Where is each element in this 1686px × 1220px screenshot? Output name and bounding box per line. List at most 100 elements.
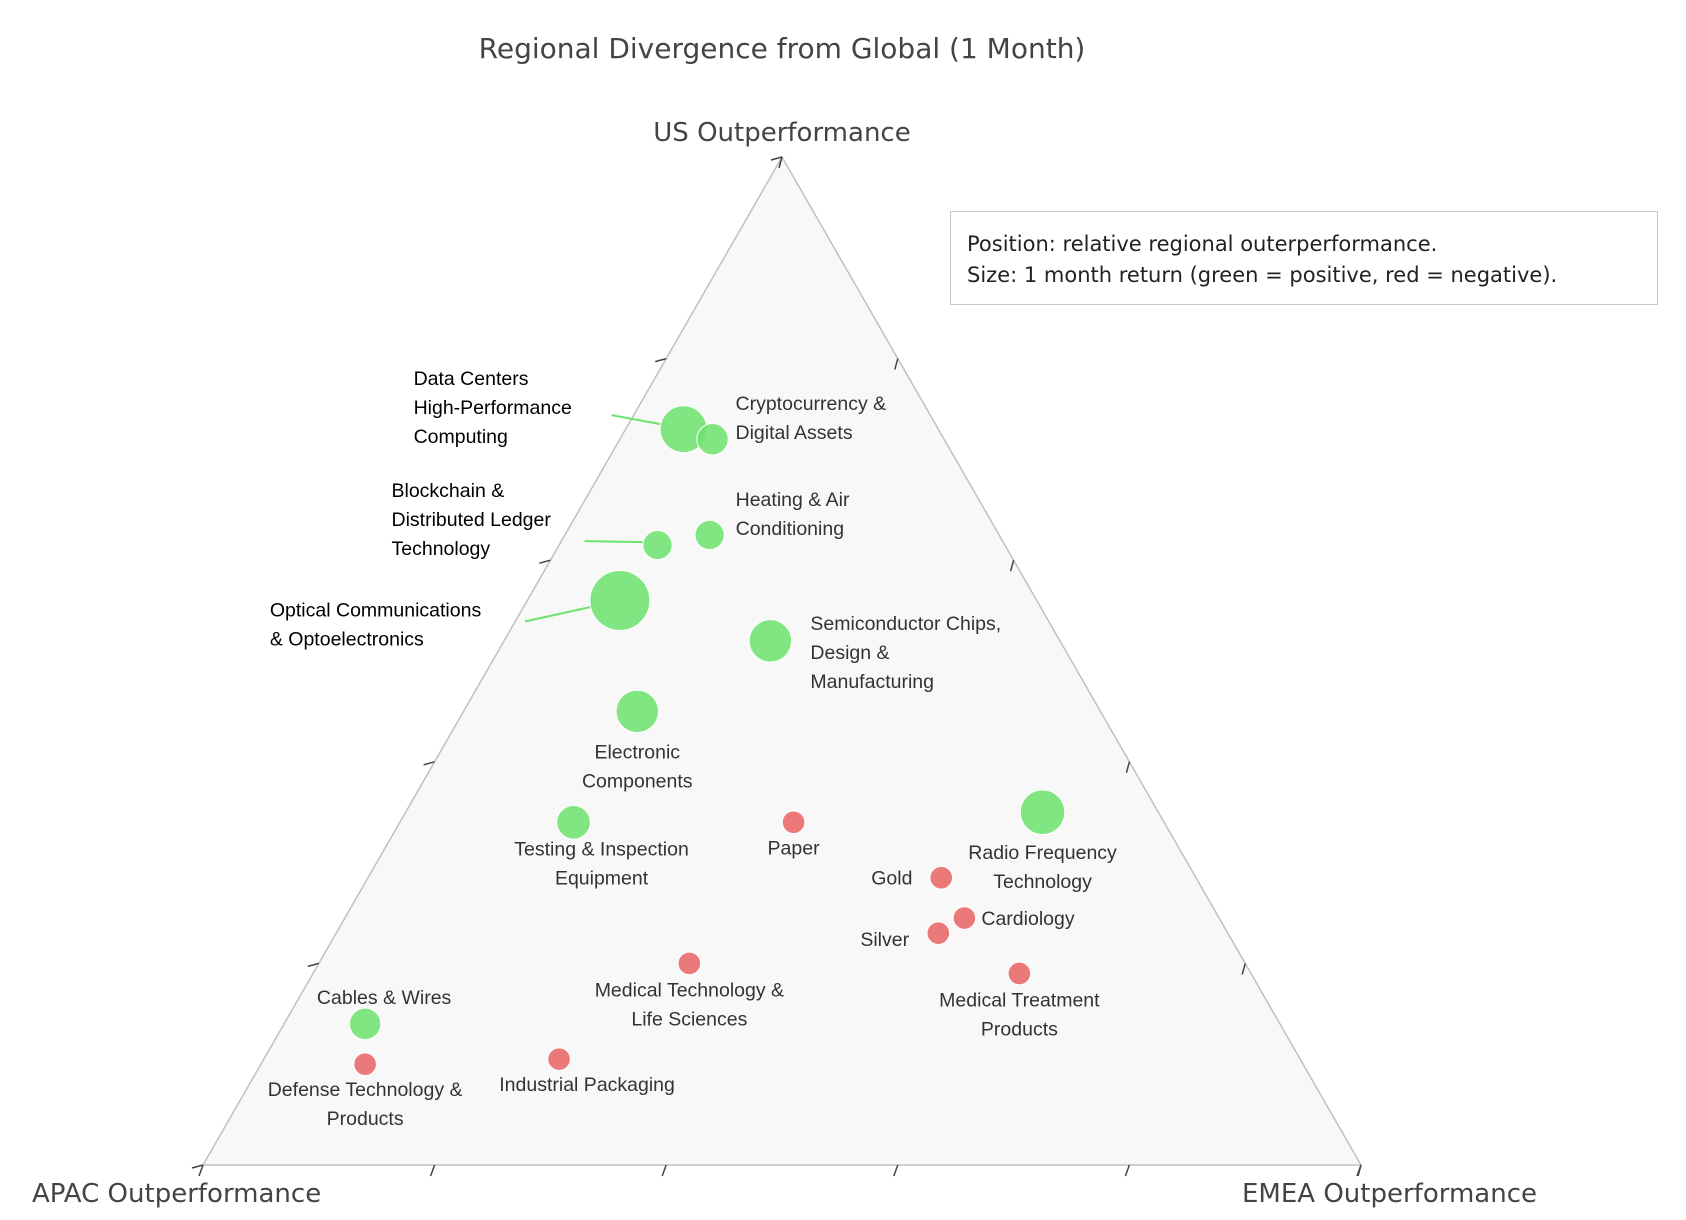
point-silver[interactable] [926, 921, 951, 945]
point-optical-communications-optoelectronics[interactable] [589, 570, 651, 632]
bottom-edge-tick [661, 1164, 667, 1177]
point-defense-technology-products[interactable] [353, 1052, 377, 1076]
label-line: Semiconductor Chips, [810, 613, 1001, 635]
annotation-position-text: Position: relative regional outerperform… [967, 232, 1438, 256]
label-cables-wires: Cables & Wires [317, 987, 452, 1009]
bottom-edge-tick [893, 1164, 899, 1177]
label-line: Digital Assets [736, 422, 853, 444]
label-line: Equipment [555, 867, 649, 889]
label-gold: Gold [871, 868, 912, 890]
label-cryptocurrency-digital-assets: Cryptocurrency & Digital Assets [736, 393, 887, 444]
label-silver: Silver [860, 929, 909, 951]
label-line: Computing [414, 426, 508, 448]
point-radio-frequency-technology[interactable] [1019, 789, 1066, 836]
point-electronic-components[interactable] [615, 689, 659, 734]
label-line: Silver [860, 929, 909, 951]
point-testing-inspection-equipment[interactable] [556, 804, 591, 840]
ternary-triangle [201, 155, 1363, 1166]
label-line: Medical Treatment [939, 989, 1100, 1011]
label-line: Testing & Inspection [514, 838, 689, 860]
right-edge-tick [894, 358, 899, 370]
label-line: Components [582, 770, 693, 792]
point-cardiology[interactable] [952, 906, 977, 930]
right-edge-tick [1009, 560, 1015, 572]
label-line: Heating & Air [736, 489, 850, 511]
triangle-area [201, 155, 1363, 1166]
left-edge-tick [655, 357, 667, 363]
point-medical-treatment-products[interactable] [1007, 961, 1032, 986]
label-line: Industrial Packaging [499, 1074, 675, 1096]
label-line: Products [327, 1108, 404, 1130]
point-blockchain-distributed-ledger-technology[interactable] [642, 529, 673, 561]
axis-ticks [191, 156, 1362, 1177]
point-medical-technology-life-sciences[interactable] [677, 951, 702, 976]
point-semiconductor-chips-design-manufacturing[interactable] [748, 619, 793, 663]
label-line: Medical Technology & [595, 979, 784, 1001]
annotation-size-text: Size: 1 month return (green = positive, … [967, 263, 1558, 287]
annotation-box: Position: relative regional outerperform… [950, 211, 1658, 305]
label-line: Products [981, 1018, 1058, 1040]
chart-title: Regional Divergence from Global (1 Month… [479, 32, 1086, 65]
right-edge-tick [1125, 761, 1131, 773]
point-industrial-packaging[interactable] [547, 1047, 571, 1071]
bottom-edge-tick [1124, 1164, 1131, 1177]
point-paper[interactable] [781, 810, 806, 835]
bottom-edge-tick [429, 1164, 436, 1177]
point-cryptocurrency-digital-assets[interactable] [696, 423, 729, 456]
label-line: Distributed Ledger [392, 509, 552, 531]
bottom-edge-tick [1356, 1164, 1362, 1177]
label-industrial-packaging: Industrial Packaging [499, 1074, 675, 1096]
label-line: Technology [993, 871, 1092, 893]
label-semiconductor-chips-design-manufacturing: Semiconductor Chips, Design & Manufacturin… [810, 613, 1001, 693]
point-gold[interactable] [929, 865, 954, 890]
point-heating-air-conditioning[interactable] [694, 519, 725, 551]
right-edge-tick [1241, 963, 1246, 975]
label-cardiology: Cardiology [981, 908, 1074, 930]
leader-blockchain-distributed-ledger-technology [584, 540, 645, 544]
label-line: Optical Communications [270, 600, 482, 622]
label-line: Radio Frequency [968, 842, 1117, 864]
label-line: Conditioning [736, 518, 844, 540]
data-points [348, 405, 1066, 1076]
us-axis-title: US Outperformance [653, 118, 910, 148]
label-line: High-Performance [414, 397, 572, 419]
label-defense-technology-products: Defense Technology & Products [268, 1079, 463, 1130]
emea-axis-title: EMEA Outperformance [1242, 1179, 1537, 1209]
label-line: Manufacturing [810, 671, 934, 693]
left-edge-tick [770, 156, 783, 161]
label-line: Gold [871, 868, 912, 890]
label-line: Data Centers [414, 368, 529, 390]
bottom-edge-tick [198, 1164, 204, 1177]
label-line: Cables & Wires [317, 987, 452, 1009]
leader-data-centers-high-performance-computing [611, 414, 663, 426]
left-edge-tick [539, 559, 551, 564]
label-line: Electronic [594, 741, 680, 763]
label-line: Paper [768, 837, 821, 859]
label-line: Blockchain & [392, 480, 505, 502]
label-optical-communications-optoelectronics: Optical Communications & Optoelectronics [270, 600, 482, 651]
label-line: & Optoelectronics [270, 629, 424, 651]
label-line: Technology [392, 538, 491, 560]
left-edge-tick [307, 962, 319, 968]
point-cables-wires[interactable] [348, 1007, 382, 1041]
label-line: Design & [810, 642, 889, 664]
right-edge-tick [778, 156, 783, 169]
left-edge-tick [191, 1164, 204, 1169]
label-medical-technology-life-sciences: Medical Technology & Life Sciences [595, 979, 784, 1030]
label-line: Cryptocurrency & [736, 393, 887, 415]
leader-optical-communications-optoelectronics [524, 605, 594, 623]
apac-axis-title: APAC Outperformance [32, 1179, 321, 1209]
left-edge-tick [423, 761, 435, 766]
label-paper: Paper [768, 837, 821, 859]
label-line: Life Sciences [631, 1008, 747, 1030]
label-line: Defense Technology & [268, 1079, 463, 1101]
